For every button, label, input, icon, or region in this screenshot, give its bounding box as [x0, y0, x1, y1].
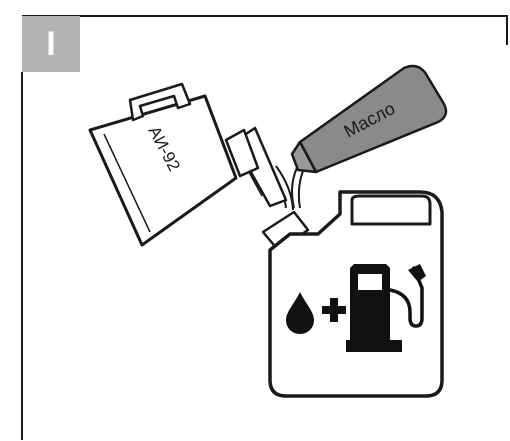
- fuel-canister: [90, 84, 286, 245]
